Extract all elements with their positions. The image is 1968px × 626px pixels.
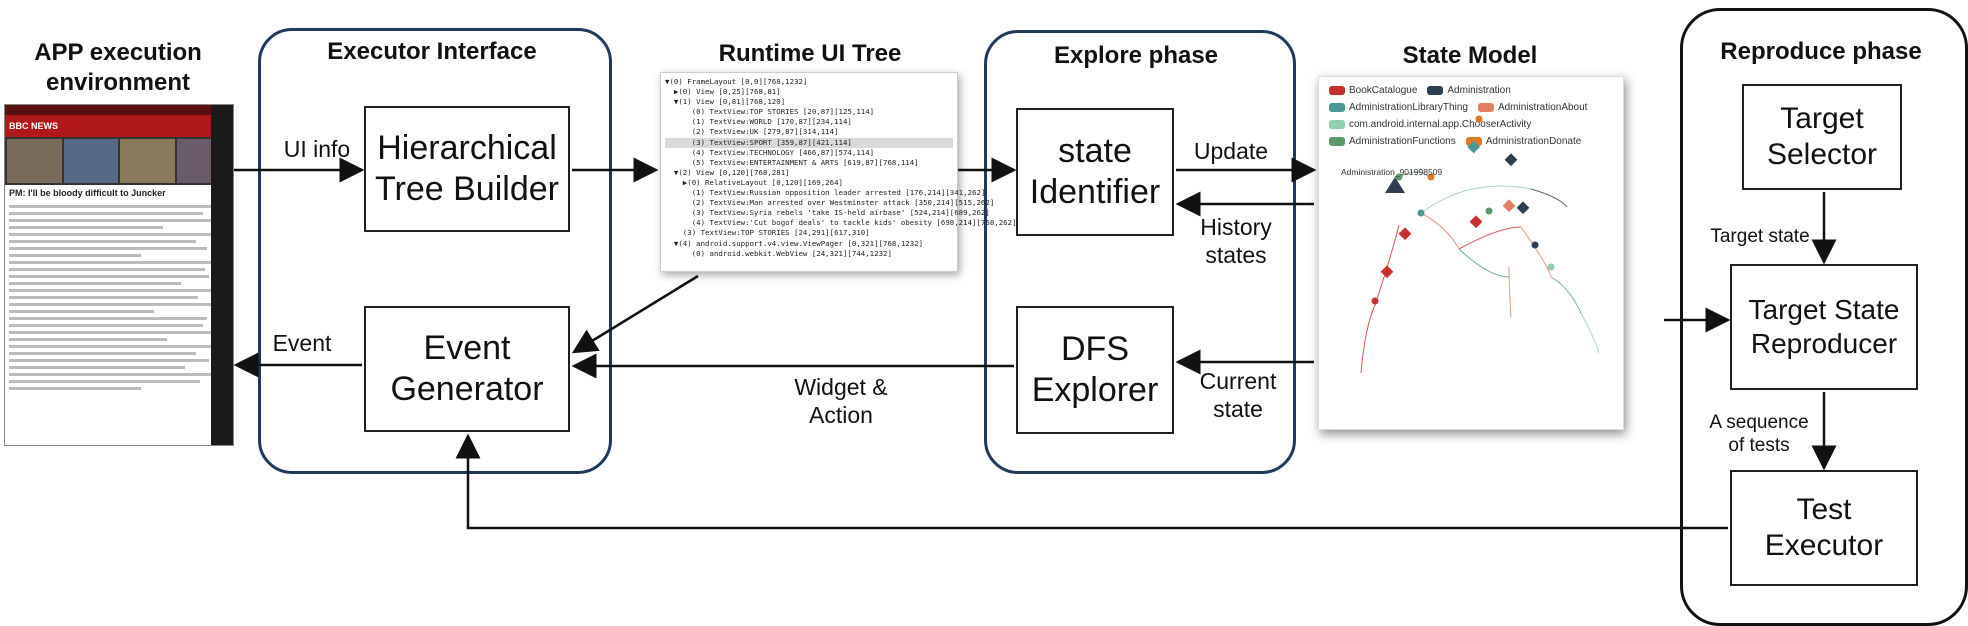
legend-swatch	[1329, 103, 1345, 112]
edge-label-widget-action: Widget & Action	[794, 374, 888, 428]
edge-label-update: Update	[1193, 138, 1269, 164]
edge-label-history-states: History states	[1200, 214, 1272, 268]
state-model-title: State Model	[1402, 42, 1538, 69]
target-reproducer-box: Target State Reproducer	[1730, 264, 1918, 390]
legend-item: Administration	[1427, 85, 1511, 96]
legend-swatch	[1477, 103, 1494, 112]
test-executor-box: Test Executor	[1730, 470, 1918, 586]
ui-tree-row: (1) TextView:Russian opposition leader a…	[665, 188, 986, 198]
test-executor-label: Test Executor	[1764, 493, 1884, 562]
state-graph-svg: Administration_901998509	[1341, 115, 1600, 374]
legend-label: AdministrationAbout	[1497, 102, 1588, 113]
legend-item: BookCatalogue	[1329, 85, 1417, 96]
ui-tree-row: (2) TextView:UK [279,87][314,114]	[665, 127, 839, 137]
legend-swatch	[1329, 86, 1345, 95]
ui-tree-row: (3) TextView:SPORT [359,87][421,114]	[665, 137, 953, 148]
app-screenshot: BBC NEWS PM: I'll be bloody difficult to…	[4, 104, 234, 446]
ui-tree-row: ▼(2) View [0,120][768,281]	[665, 167, 790, 177]
article-headline: PM: I'll be bloody difficult to Juncker	[9, 188, 166, 198]
dfs-explorer-label: DFS Explorer	[1031, 330, 1159, 409]
edge-label-ui-info: UI info	[283, 136, 351, 162]
legend-item: com.android.internal.app.ChooserActivity	[1329, 119, 1531, 130]
event-generator-box: Event Generator	[364, 306, 570, 432]
ui-tree-row: (0) TextView:TOP STORIES [20,87][125,114…	[665, 107, 875, 117]
edge-label-target-state: Target state	[1710, 226, 1810, 247]
device-navbar	[211, 105, 233, 445]
state-node-label: Administration_901998509	[1341, 167, 1442, 177]
legend-item: AdministrationLibraryThing	[1329, 102, 1468, 113]
ui-tree-row: ▶(0) RelativeLayout [0,120][169,264]	[665, 177, 843, 187]
edge-label-current-state: Current state	[1199, 368, 1277, 422]
ui-tree-row: (4) TextView:TECHNOLOGY [466,87][574,114…	[665, 147, 875, 157]
legend-swatch	[1329, 120, 1345, 129]
runtime-tree-title: Runtime UI Tree	[718, 40, 902, 67]
app-bar: BBC NEWS	[5, 115, 233, 137]
ui-tree-row: ▼(4) android.support.v4.view.ViewPager […	[665, 238, 924, 248]
legend-label: BookCatalogue	[1349, 85, 1418, 96]
explore-title-overlay: Explore phase	[1053, 42, 1219, 69]
legend-swatch	[1427, 86, 1444, 95]
target-selector-label: Target Selector	[1766, 102, 1878, 171]
app-env-title: APP execution environment	[34, 39, 202, 96]
tree-builder-label: Hierarchical Tree Builder	[375, 129, 559, 208]
event-generator-label: Event Generator	[390, 329, 544, 408]
edge-label-event: Event	[272, 330, 332, 356]
tree-builder-box: Hierarchical Tree Builder	[364, 106, 570, 232]
executor-title-overlay: Executor Interface	[327, 38, 537, 65]
runtime-ui-tree: ▼(0) FrameLayout [0,0][768,1232] ▶(0) Vi…	[660, 72, 1017, 272]
arrow-executor-to-generator	[455, 433, 1728, 530]
ui-tree-row: (5) TextView:ENTERTAINMENT & ARTS [619,8…	[665, 157, 919, 167]
legend-label: AdministrationLibraryThing	[1349, 102, 1468, 113]
legend-label: com.android.internal.app.ChooserActivity	[1349, 119, 1532, 130]
arrow-tree-to-generator	[571, 274, 699, 354]
state-identifier-label: state Identifier	[1029, 132, 1161, 211]
ui-tree-row: (0) android.webkit.WebView [24,321][744,…	[665, 248, 892, 258]
app-name: BBC NEWS	[9, 121, 58, 131]
legend-swatch	[1329, 137, 1345, 146]
ui-tree-row: (3) TextView:Syria rebels 'take IS-held …	[665, 208, 990, 218]
ui-tree-row: ▼(1) View [0,81][768,120]	[665, 97, 786, 107]
ui-tree-row: ▼(0) FrameLayout [0,0][768,1232]	[665, 77, 808, 86]
legend-item: AdministrationFunctions	[1329, 136, 1456, 147]
ui-tree-row: (3) TextView:TOP STORIES [24,291][617,31…	[665, 228, 870, 238]
target-reproducer-label: Target State Reproducer	[1748, 294, 1900, 359]
legend-item: AdministrationAbout	[1477, 102, 1588, 113]
target-selector-box: Target Selector	[1742, 84, 1902, 190]
dfs-explorer-box: DFS Explorer	[1016, 306, 1174, 434]
reproduce-title-overlay: Reproduce phase	[1720, 38, 1922, 65]
legend-label: AdministrationFunctions	[1349, 136, 1456, 147]
edge-label-seq-tests: A sequence of tests	[1709, 412, 1809, 456]
legend-label: AdministrationDonate	[1485, 136, 1582, 147]
ui-tree-row: (1) TextView:WORLD [170,87][234,114]	[665, 117, 852, 127]
state-identifier-box: state Identifier	[1016, 108, 1174, 236]
ui-tree-row: ▶(0) View [0,25][768,81]	[665, 87, 781, 97]
legend-label: Administration	[1447, 85, 1511, 96]
